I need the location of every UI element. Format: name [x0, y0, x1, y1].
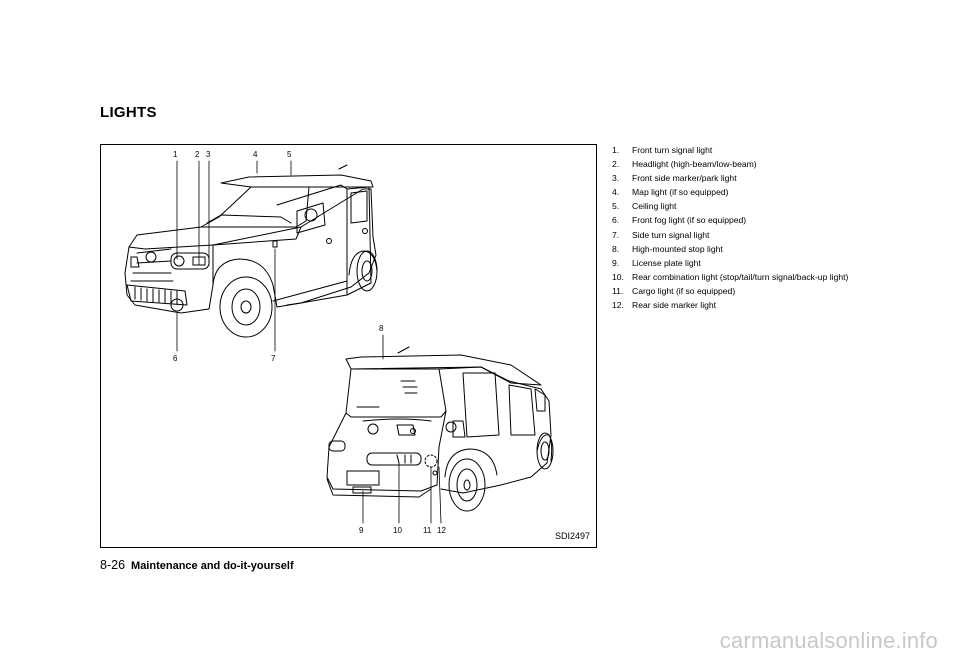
- legend-text: Cargo light (if so equipped): [632, 285, 736, 296]
- callout-8: 8: [379, 324, 384, 333]
- legend-text: Ceiling light: [632, 201, 677, 212]
- legend-number: 1.: [612, 145, 620, 155]
- legend-item: 11. Cargo light (if so equipped): [612, 284, 862, 298]
- legend-number: 9.: [612, 257, 620, 268]
- callout-numbers: 1 2 3 4 5 6 7 8 9 10 11 12: [173, 150, 446, 535]
- legend-item: 2. Headlight (high-beam/low-beam): [612, 157, 862, 171]
- callout-11: 11: [423, 526, 432, 535]
- legend-number: 7.: [612, 229, 620, 240]
- legend-text: Front turn signal light: [632, 145, 713, 155]
- legend-text: Map light (if so equipped): [632, 187, 729, 198]
- callout-6: 6: [173, 354, 178, 363]
- legend-number: 4.: [612, 187, 620, 198]
- callout-3: 3: [206, 150, 211, 159]
- legend-number: 5.: [612, 201, 620, 212]
- callout-5: 5: [287, 150, 292, 159]
- callout-leaders: [176, 160, 442, 524]
- legend-number: 2.: [612, 159, 620, 170]
- legend-number: 12.: [612, 300, 624, 311]
- legend-text: Rear combination light (stop/tail/turn s…: [632, 271, 849, 282]
- lights-legend: 1. Front turn signal light 2. Headlight (h…: [612, 143, 862, 312]
- legend-item: 7. Side turn signal light: [612, 228, 862, 242]
- legend-number: 3.: [612, 173, 620, 184]
- legend-text: Headlight (high-beam/low-beam): [632, 159, 757, 170]
- legend-number: 10.: [612, 271, 624, 282]
- chapter-title: Maintenance and do-it-yourself: [131, 560, 294, 572]
- legend-item: 10. Rear combination light (stop/tail/tur…: [612, 270, 862, 284]
- callout-7: 7: [271, 354, 276, 363]
- page-number: 8-26: [100, 558, 126, 572]
- legend-text: License plate light: [632, 257, 701, 268]
- rear-view-vehicle: [326, 346, 554, 512]
- vehicle-drawing: 1 2 3 4 5 6 7 8 9 10 11 12: [124, 150, 554, 535]
- legend-item: 3. Front side marker/park light: [612, 171, 862, 185]
- callout-1: 1: [173, 150, 178, 159]
- legend-item: 4. Map light (if so equipped): [612, 185, 862, 199]
- legend-item: 9. License plate light: [612, 256, 862, 270]
- vehicle-lights-illustration: 1 2 3 4 5 6 7 8 9 10 11 12 SDI2497: [100, 144, 597, 548]
- legend-text: High-mounted stop light: [632, 243, 723, 254]
- legend-item: 1. Front turn signal light: [612, 143, 862, 157]
- legend-item: 8. High-mounted stop light: [612, 242, 862, 256]
- callout-9: 9: [359, 526, 364, 535]
- callout-10: 10: [393, 526, 402, 535]
- legend-text: Front fog light (if so equipped): [632, 215, 747, 226]
- legend-number: 8.: [612, 243, 620, 254]
- front-view-vehicle: [124, 164, 378, 338]
- callout-2: 2: [195, 150, 200, 159]
- legend-item: 6. Front fog light (if so equipped): [612, 213, 862, 227]
- callout-4: 4: [253, 150, 258, 159]
- legend-text: Side turn signal light: [632, 229, 710, 240]
- page-footer: 8-26 Maintenance and do-it-yourself: [100, 558, 294, 572]
- legend-text: Rear side marker light: [632, 300, 717, 311]
- legend-number: 6.: [612, 215, 620, 226]
- section-title: LIGHTS: [100, 104, 157, 121]
- figure-code: SDI2497: [554, 531, 590, 541]
- legend-number: 11.: [612, 285, 624, 296]
- legend-item: 5. Ceiling light: [612, 199, 862, 213]
- legend-item: 12. Rear side marker light: [612, 298, 862, 312]
- watermark: carmanualsonline.info: [719, 628, 938, 653]
- callout-12: 12: [437, 526, 446, 535]
- legend-text: Front side marker/park light: [632, 173, 737, 184]
